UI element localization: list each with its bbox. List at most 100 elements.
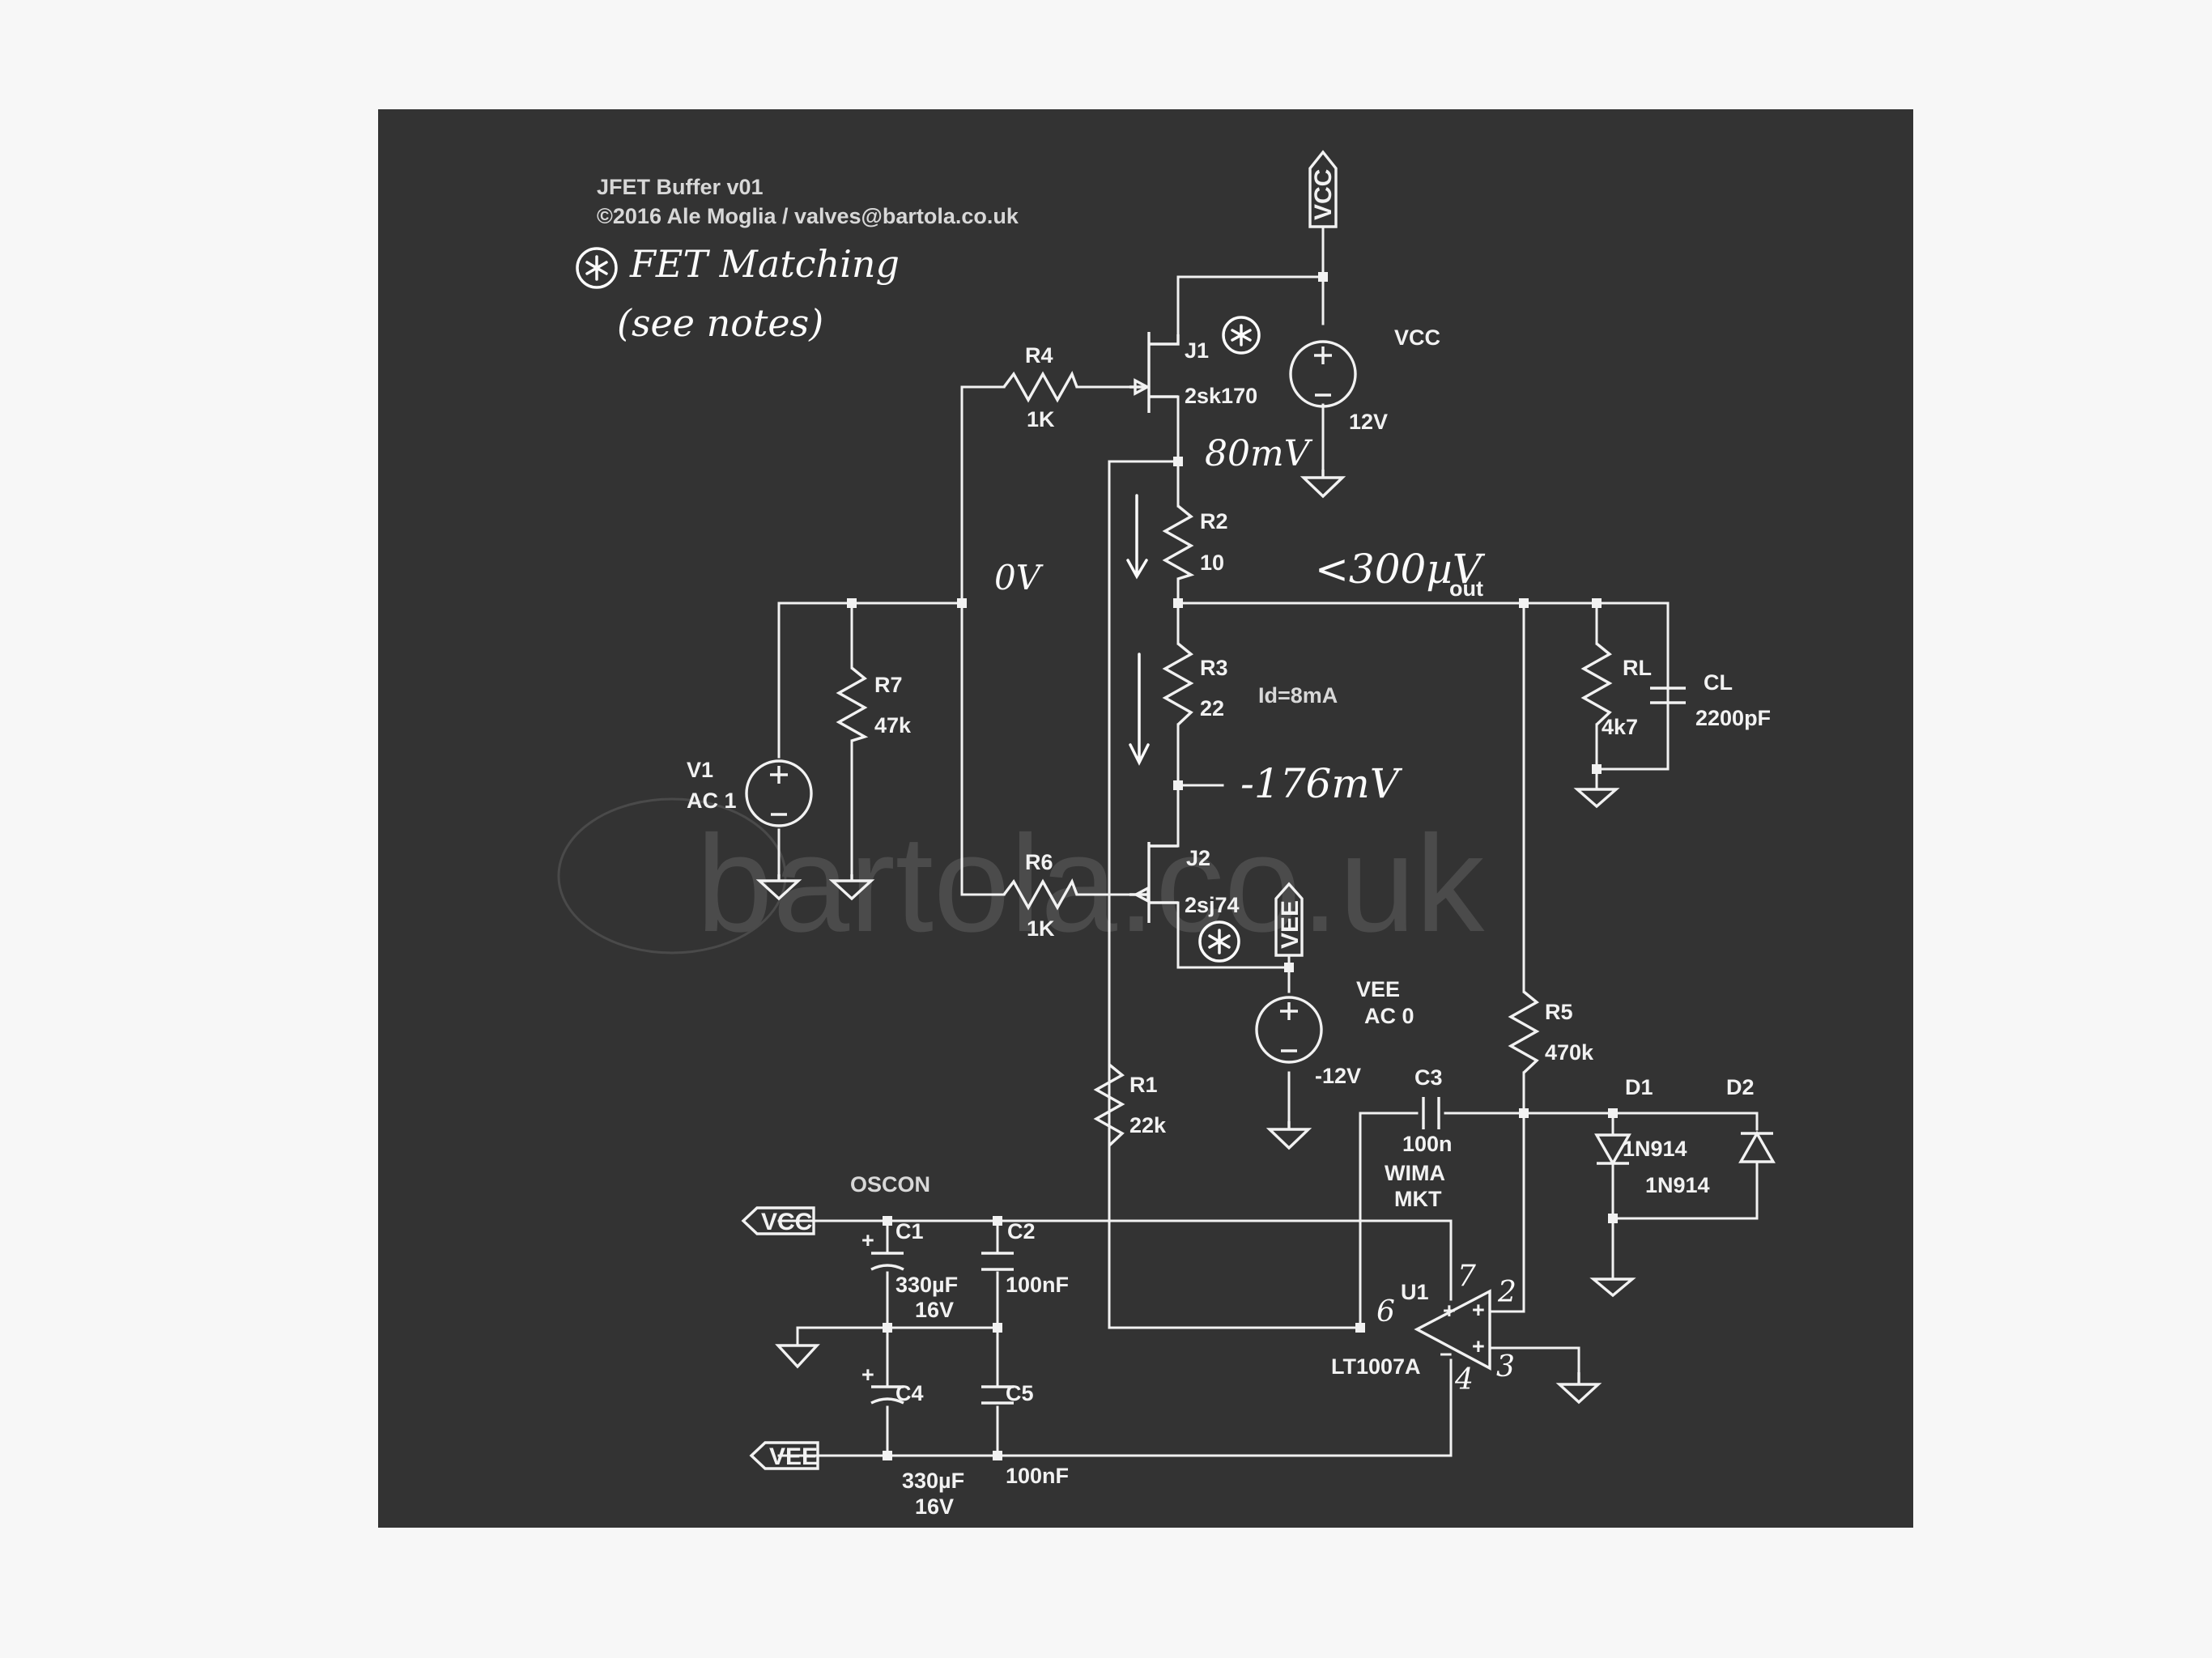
svg-text:330µF: 330µF	[895, 1273, 958, 1297]
svg-text:LT1007A: LT1007A	[1331, 1354, 1421, 1379]
svg-text:2sj74: 2sj74	[1185, 893, 1240, 917]
opamp-ground-symbol	[1555, 1372, 1602, 1405]
resistor-r2: R2 10	[1162, 504, 1228, 580]
jfet-j1: J1 2sk170	[1129, 316, 1261, 413]
id-label: Id=8mA	[1258, 683, 1338, 708]
diode-d2: D2 1N914	[1645, 1075, 1776, 1197]
watermark-text: bartola.co.uk	[696, 807, 1485, 961]
schematic-title: JFET Buffer v01	[597, 175, 764, 199]
svg-text:WIMA: WIMA	[1385, 1161, 1445, 1185]
capacitor-cl: CL 2200pF	[1650, 670, 1771, 730]
vee-ground-symbol	[1266, 1121, 1312, 1150]
j1-asterisk-icon	[1222, 316, 1261, 355]
svg-text:47k: 47k	[874, 713, 912, 738]
r7-ground-symbol	[828, 874, 875, 901]
svg-text:+: +	[1472, 1298, 1485, 1322]
current-arrow-upper	[1126, 494, 1148, 580]
svg-text:4k7: 4k7	[1602, 715, 1638, 739]
node-voltage-176mv: -176mV	[1240, 760, 1403, 807]
fet-matching-note: FET Matching (see notes)	[576, 242, 900, 345]
node-voltage-0v: 0V	[994, 558, 1044, 597]
fet-matching-text: FET Matching	[629, 242, 900, 286]
voltage-source-vee: VEE AC 0 -12V	[1255, 977, 1414, 1088]
svg-text:−: −	[1440, 1342, 1453, 1367]
decoupling-ground-symbol	[775, 1344, 820, 1369]
svg-text:16V: 16V	[915, 1494, 954, 1519]
svg-text:D1: D1	[1625, 1075, 1653, 1099]
svg-text:-12V: -12V	[1315, 1064, 1361, 1088]
svg-text:4: 4	[1454, 1363, 1474, 1397]
svg-text:1K: 1K	[1027, 916, 1055, 941]
svg-text:V1: V1	[687, 758, 713, 782]
svg-text:2sk170: 2sk170	[1185, 384, 1257, 408]
svg-text:6: 6	[1376, 1295, 1395, 1329]
capacitor-c2: C2 100nF	[981, 1219, 1069, 1297]
see-notes-text: (see notes)	[617, 301, 823, 345]
svg-text:RL: RL	[1623, 656, 1652, 680]
svg-text:1N914: 1N914	[1623, 1137, 1687, 1161]
junctions	[847, 272, 1618, 1460]
svg-text:VCC: VCC	[761, 1209, 812, 1235]
oscon-label: OSCON	[850, 1172, 930, 1197]
svg-text:+: +	[1472, 1334, 1485, 1358]
svg-text:R3: R3	[1200, 656, 1228, 680]
svg-text:C1: C1	[895, 1219, 924, 1244]
out-label: out	[1449, 576, 1483, 601]
vcc-ground-symbol	[1300, 470, 1346, 499]
asterisk-circle-icon	[576, 247, 618, 289]
svg-text:AC 1: AC 1	[687, 789, 737, 813]
svg-text:R2: R2	[1200, 509, 1228, 534]
svg-text:C4: C4	[895, 1381, 924, 1405]
svg-text:7: 7	[1457, 1260, 1476, 1293]
resistor-r4: R4 1K	[1002, 343, 1078, 432]
svg-text:AC 0: AC 0	[1364, 1004, 1414, 1028]
node-voltage-80mv: 80mV	[1205, 433, 1313, 474]
opamp-u1: + + − + U1 LT1007A 6 7 2 3 4	[1331, 1260, 1516, 1397]
svg-text:VEE: VEE	[1277, 900, 1304, 949]
svg-text:C5: C5	[1006, 1381, 1034, 1405]
svg-text:470k: 470k	[1545, 1040, 1594, 1065]
svg-text:100nF: 100nF	[1006, 1464, 1069, 1488]
svg-text:VCC: VCC	[1310, 169, 1337, 220]
svg-text:J2: J2	[1186, 846, 1210, 870]
schematic-panel	[378, 109, 1913, 1528]
voltage-source-v1: V1 AC 1	[687, 758, 813, 827]
svg-text:330µF: 330µF	[902, 1469, 964, 1493]
svg-text:2200pF: 2200pF	[1695, 706, 1771, 730]
watermark: bartola.co.uk	[557, 797, 1485, 961]
svg-text:10: 10	[1200, 551, 1224, 575]
svg-text:J1: J1	[1185, 338, 1209, 363]
resistor-r1: R1 22k	[1093, 1063, 1167, 1147]
svg-text:22: 22	[1200, 696, 1224, 721]
svg-text:+: +	[1443, 1299, 1456, 1323]
j2-asterisk-icon	[1198, 920, 1240, 963]
svg-text:1N914: 1N914	[1645, 1173, 1710, 1197]
current-arrow-lower	[1129, 653, 1150, 766]
wires	[777, 225, 1759, 1457]
capacitor-c5: C5 100nF	[981, 1381, 1069, 1488]
capacitor-c1: + C1 330µF 16V	[861, 1219, 958, 1322]
svg-text:3: 3	[1496, 1350, 1515, 1384]
svg-text:+: +	[861, 1363, 874, 1387]
svg-text:MKT: MKT	[1394, 1187, 1442, 1211]
diode-d1: D1 1N914	[1594, 1075, 1687, 1167]
svg-text:22k: 22k	[1129, 1113, 1167, 1137]
resistor-rl: RL 4k7	[1580, 642, 1652, 739]
vcc-flag-top: VCC	[1308, 150, 1338, 228]
vee-port: VEE	[749, 1441, 884, 1470]
svg-text:U1: U1	[1401, 1280, 1429, 1304]
svg-text:C2: C2	[1007, 1219, 1036, 1244]
svg-text:+: +	[861, 1228, 874, 1252]
svg-text:VEE: VEE	[769, 1443, 818, 1470]
svg-text:1K: 1K	[1027, 407, 1055, 432]
svg-text:R6: R6	[1025, 850, 1053, 874]
svg-text:R4: R4	[1025, 343, 1053, 368]
rl-ground-symbol	[1573, 788, 1620, 809]
voltage-source-vcc: VCC 12V	[1289, 325, 1440, 434]
svg-text:100nF: 100nF	[1006, 1273, 1069, 1297]
copyright-text: ©2016 Ale Moglia / valves@bartola.co.uk	[597, 204, 1019, 228]
svg-text:2: 2	[1497, 1276, 1516, 1309]
resistor-r7: R7 47k	[836, 666, 912, 742]
capacitor-c3: C3 100n WIMA MKT	[1385, 1065, 1453, 1211]
